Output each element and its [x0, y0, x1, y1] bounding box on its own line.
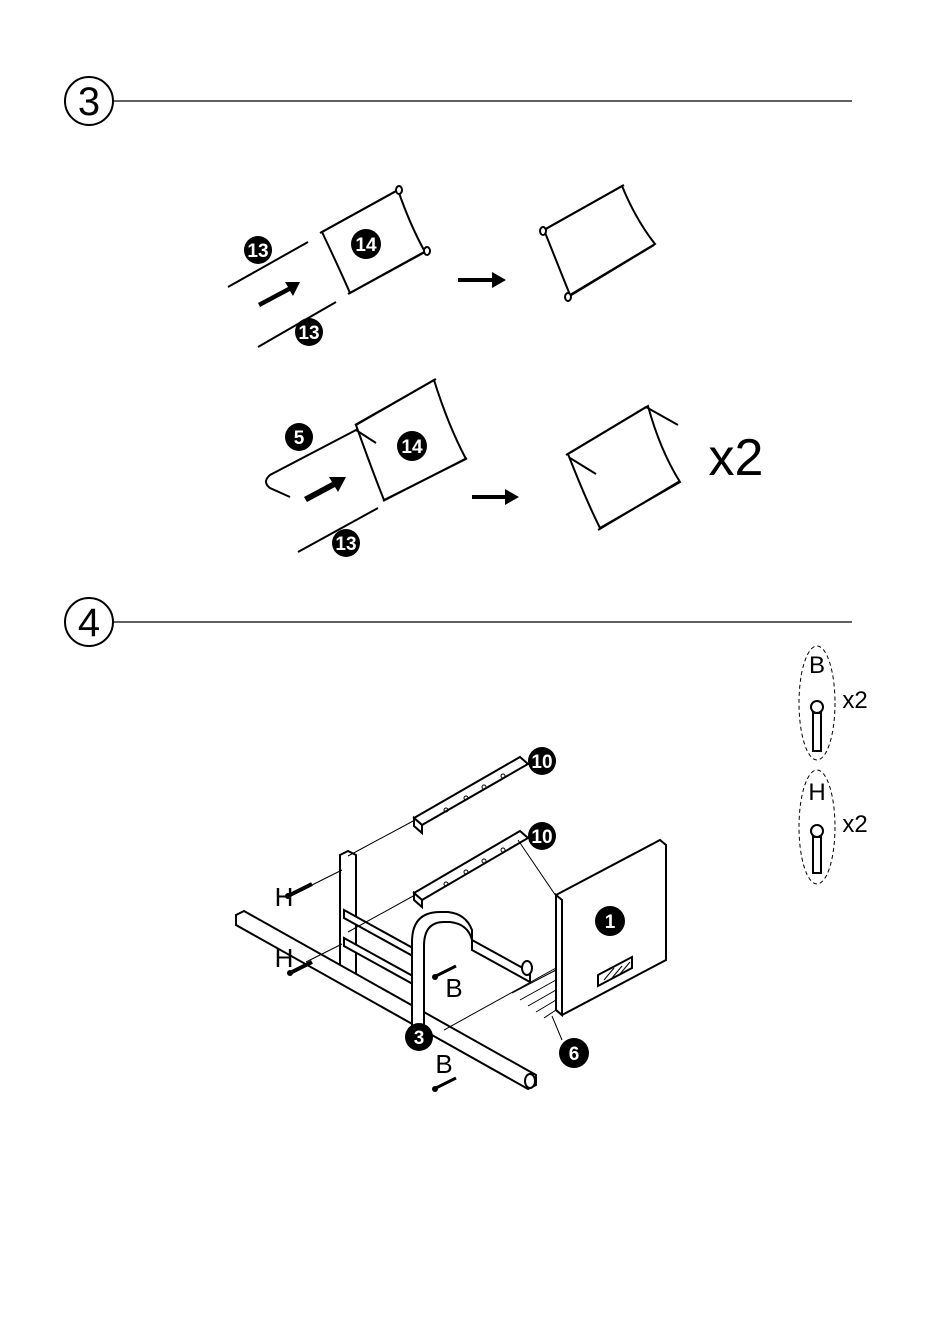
part-10-label-lower: 10	[531, 827, 552, 848]
screw-b-lower	[432, 1078, 456, 1092]
arrow-result-2	[472, 489, 519, 505]
bar-part-10-lower	[414, 831, 528, 907]
screw-b-label-upper: B	[445, 973, 462, 1003]
hardware-h-quantity: x2	[842, 811, 867, 838]
hardware-b-quantity: x2	[842, 687, 867, 714]
part-1-label: 1	[605, 912, 616, 933]
hardware-b-letter: B	[809, 652, 825, 679]
arrow-insert-1	[258, 282, 300, 307]
part-13-label-row2: 13	[335, 534, 356, 555]
part-10-label-upper: 10	[531, 752, 552, 773]
arrow-insert-2	[304, 477, 346, 502]
bar-part-10-upper	[414, 757, 528, 833]
step-4-assembly: 10 10 1 3 6 H H B B	[236, 747, 666, 1092]
screw-h-label-upper: H	[275, 882, 294, 912]
hardware-screw-h: H x2	[799, 770, 868, 884]
step-3-row-2: 5 14 13 x2	[266, 379, 763, 557]
step-4-number: 4	[78, 601, 100, 645]
part-6-label: 6	[569, 1044, 580, 1065]
rod-part-13-bottom	[258, 302, 336, 347]
hardware-h-letter: H	[808, 779, 825, 806]
arrow-result-1	[458, 272, 506, 288]
hardware-list: B x2 H x2	[799, 646, 868, 884]
part-13-label-top: 13	[247, 241, 268, 262]
step-3-number: 3	[78, 80, 100, 124]
shelf-part-6	[512, 970, 556, 1018]
part-14-label-2: 14	[401, 437, 423, 458]
part-3-label: 3	[414, 1028, 425, 1049]
u-bracket-part-5	[266, 430, 376, 497]
sling-seat-assembled-2	[566, 406, 680, 530]
part-13-label-bottom: 13	[298, 323, 319, 344]
step-4-header: 4	[65, 598, 852, 646]
screw-b-label-lower: B	[435, 1049, 452, 1079]
part-14-label: 14	[355, 235, 377, 256]
part-5-label: 5	[294, 428, 305, 449]
step-3-row-1: 13 14 13	[228, 185, 655, 347]
sling-seat-assembled-1	[540, 185, 655, 301]
hardware-screw-b: B x2	[799, 646, 868, 760]
screw-h-label-lower: H	[275, 943, 294, 973]
step-3-header: 3	[65, 77, 852, 125]
multiplier-x2: x2	[709, 429, 764, 487]
